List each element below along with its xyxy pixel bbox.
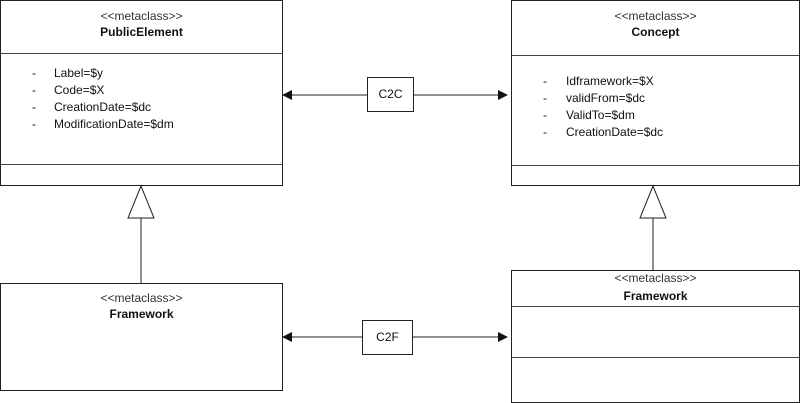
attribute-item: - validFrom=$dc	[512, 90, 799, 107]
association-arrowhead-right-c2f	[498, 332, 508, 342]
association-arrowhead-right-c2c	[498, 90, 508, 100]
stereotype-label: <<metaclass>>	[614, 9, 697, 23]
attribute-item: - Label=$y	[1, 65, 282, 82]
attribute-marker: -	[32, 83, 36, 97]
generalization-triangle-left	[127, 184, 155, 219]
attribute-marker: -	[543, 91, 547, 105]
attribute-marker: -	[543, 74, 547, 88]
generalization-triangle-right	[639, 184, 667, 219]
compartment-divider	[512, 357, 799, 358]
compartment-divider	[512, 55, 799, 56]
attribute-text: Label=$y	[54, 66, 104, 80]
attribute-marker: -	[543, 108, 547, 122]
class-box-public-element[interactable]: <<metaclass>> PublicElement - Label=$y -…	[0, 0, 283, 186]
attribute-marker: -	[32, 117, 36, 131]
association-arrowhead-left-c2c	[282, 90, 292, 100]
stereotype-label: <<metaclass>>	[100, 9, 183, 23]
attribute-marker: -	[32, 66, 36, 80]
attribute-text: Idframework=$X	[566, 74, 654, 88]
attribute-item: - ModificationDate=$dm	[1, 116, 282, 133]
compartment-divider	[1, 164, 282, 165]
attribute-marker: -	[32, 100, 36, 114]
attribute-list: - Idframework=$X - validFrom=$dc - Valid…	[512, 73, 799, 141]
class-name: Framework	[623, 289, 688, 303]
class-name: PublicElement	[100, 25, 183, 39]
attribute-item: - CreationDate=$dc	[512, 124, 799, 141]
association-label-c2c[interactable]: C2C	[367, 77, 414, 112]
compartment-divider	[512, 165, 799, 166]
attribute-item: - CreationDate=$dc	[1, 99, 282, 116]
attribute-list: - Label=$y - Code=$X - CreationDate=$dc …	[1, 65, 282, 133]
class-box-framework-right[interactable]: <<metaclass>> Framework	[511, 270, 800, 403]
compartment-divider	[1, 53, 282, 54]
class-name: Concept	[631, 25, 680, 39]
compartment-divider	[512, 306, 799, 307]
attribute-item: - Code=$X	[1, 82, 282, 99]
attribute-text: ModificationDate=$dm	[54, 117, 174, 131]
association-label-c2f[interactable]: C2F	[362, 320, 413, 355]
attribute-text: CreationDate=$dc	[566, 125, 664, 139]
attribute-text: CreationDate=$dc	[54, 100, 152, 114]
class-name: Framework	[109, 307, 174, 321]
class-box-framework-left[interactable]: <<metaclass>> Framework	[0, 283, 283, 391]
stereotype-label: <<metaclass>>	[100, 291, 183, 305]
stereotype-label: <<metaclass>>	[614, 271, 697, 285]
attribute-text: ValidTo=$dm	[566, 108, 635, 122]
class-box-concept[interactable]: <<metaclass>> Concept - Idframework=$X -…	[511, 0, 800, 186]
attribute-text: validFrom=$dc	[566, 91, 646, 105]
attribute-marker: -	[543, 125, 547, 139]
attribute-text: Code=$X	[54, 83, 105, 97]
attribute-item: - Idframework=$X	[512, 73, 799, 90]
attribute-item: - ValidTo=$dm	[512, 107, 799, 124]
association-arrowhead-left-c2f	[282, 332, 292, 342]
